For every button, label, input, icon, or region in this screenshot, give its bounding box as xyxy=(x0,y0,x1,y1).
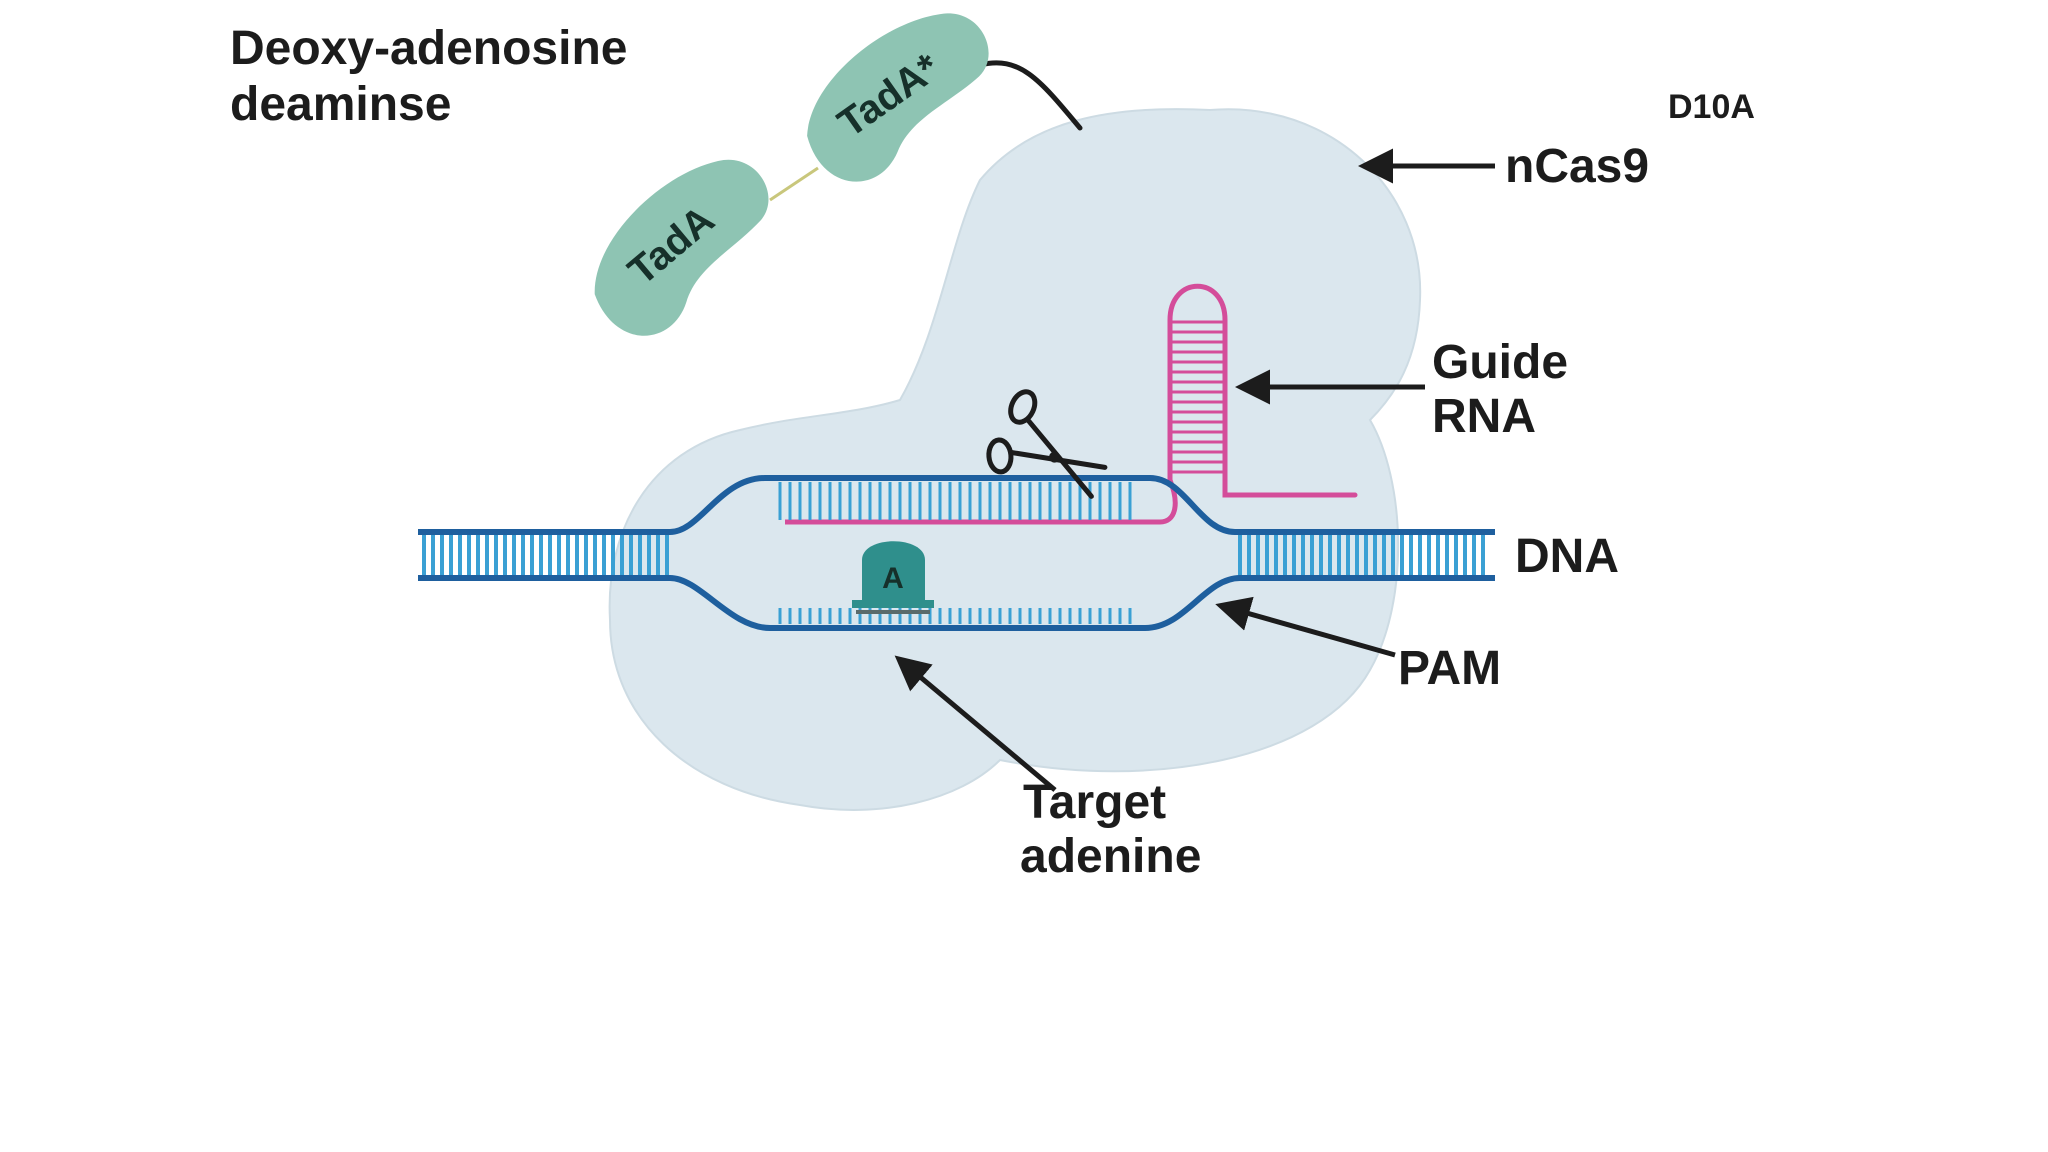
adenine-base: A xyxy=(852,541,934,614)
mutation-label: D10A xyxy=(1668,88,1755,126)
guide-rna xyxy=(785,283,1358,525)
enzyme-label-line2: deaminse xyxy=(230,78,451,131)
adenine-letter: A xyxy=(882,562,904,595)
target-adenine-label-line1: Target xyxy=(1023,776,1166,829)
linker-tether xyxy=(977,60,1083,131)
target-adenine-label-line2: adenine xyxy=(1020,830,1201,883)
pam-arrow xyxy=(1215,596,1396,658)
ncas9-label: nCas9 xyxy=(1505,140,1649,193)
guide-rna-label-line2: RNA xyxy=(1432,390,1536,443)
pam-label: PAM xyxy=(1398,642,1501,695)
scissors-icon xyxy=(986,389,1108,499)
tada-dimer-link xyxy=(769,166,819,202)
guide-rna-label-line1: Guide xyxy=(1432,336,1568,389)
ncas9-body xyxy=(608,108,1422,811)
tada-protein: TadA xyxy=(594,160,769,336)
dna-label: DNA xyxy=(1515,530,1619,583)
dna-duplex xyxy=(418,475,1495,631)
target-adenine-arrow xyxy=(894,655,1057,792)
enzyme-label-line1: Deoxy-adenosine xyxy=(230,22,627,75)
